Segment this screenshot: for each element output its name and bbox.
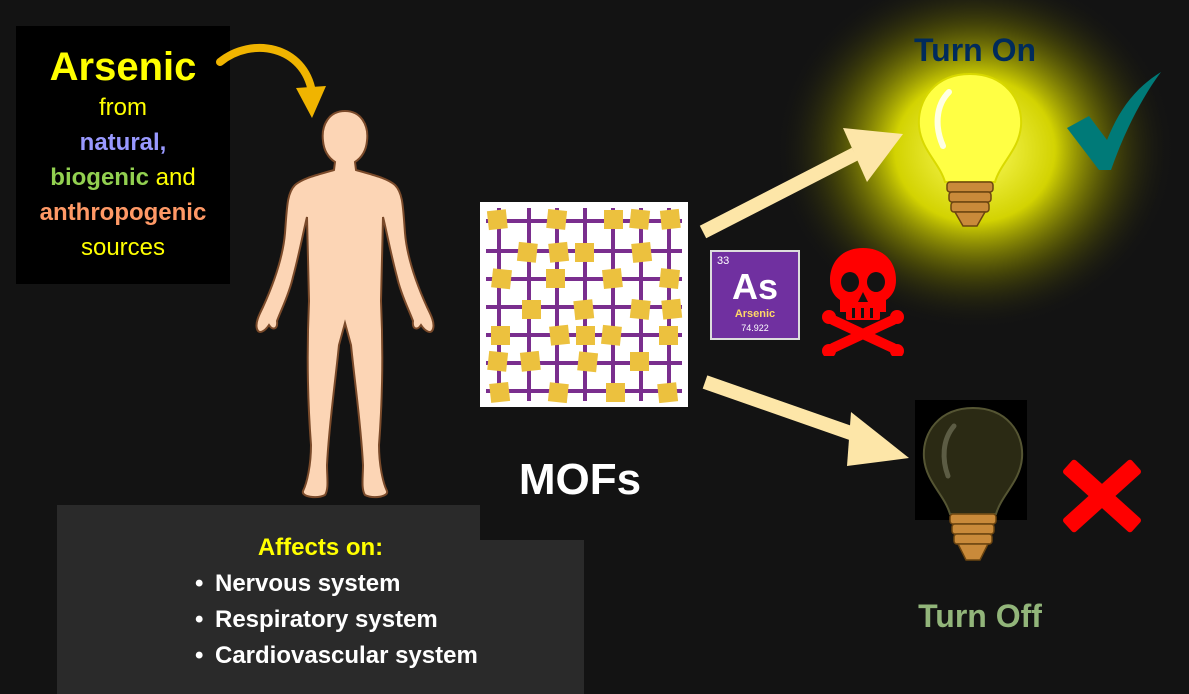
mof-node <box>657 382 679 404</box>
effect-item: •Respiratory system <box>195 606 438 633</box>
mof-node <box>629 298 651 320</box>
effect-item: •Cardiovascular system <box>195 642 478 669</box>
mof-node <box>659 208 681 230</box>
mof-node <box>522 300 541 319</box>
arrow-up-icon <box>699 128 903 239</box>
mof-node <box>631 241 653 263</box>
mof-node <box>606 383 625 402</box>
mof-node <box>661 298 683 320</box>
dark-bulb-icon <box>922 406 1024 561</box>
human-body-icon <box>255 109 435 499</box>
arsenic-element-tile: 33 As Arsenic 74.922 <box>710 250 800 340</box>
lit-bulb-icon <box>917 72 1023 227</box>
from-text: from <box>99 94 147 121</box>
mof-node <box>659 326 678 345</box>
effects-title: Affects on: <box>257 534 384 561</box>
skull-crossbones-icon <box>822 248 904 356</box>
mof-node <box>491 326 510 345</box>
mof-node <box>604 210 623 229</box>
mof-node <box>516 241 538 263</box>
mof-node <box>547 382 569 404</box>
mof-node <box>601 324 622 346</box>
mof-node <box>546 209 568 230</box>
arsenic-source-box: Arsenic from natural, biogenic and anthr… <box>16 26 230 284</box>
arsenic-title: Arsenic <box>49 45 197 89</box>
mof-node <box>575 243 594 262</box>
effect-item: •Nervous system <box>195 570 401 597</box>
element-symbol: As <box>731 266 779 307</box>
turn-on-label: Turn On <box>913 32 1037 68</box>
mof-node <box>519 350 541 372</box>
mof-node <box>629 208 651 230</box>
turn-off-label: Turn Off <box>918 598 1042 634</box>
mof-node <box>630 352 649 371</box>
mof-node <box>549 324 570 346</box>
mof-node <box>491 268 512 290</box>
mof-node <box>489 381 511 403</box>
mof-node <box>573 299 595 321</box>
check-icon <box>1067 72 1161 170</box>
mof-node <box>659 268 680 289</box>
mof-node <box>602 268 623 289</box>
mof-node <box>548 241 570 263</box>
mofs-label: MOFs <box>518 455 642 504</box>
mof-lattice-icon <box>480 202 688 407</box>
anthropogenic-text: anthropogenic <box>39 199 207 226</box>
arrow-down-icon <box>702 375 909 466</box>
arrows-layer <box>699 128 909 466</box>
mof-node <box>546 269 565 288</box>
effects-box-notch <box>480 505 584 540</box>
atomic-mass: 74.922 <box>741 323 769 333</box>
mof-node <box>577 351 599 373</box>
atomic-number: 33 <box>717 255 730 267</box>
mof-node <box>486 209 508 231</box>
and-text: and <box>155 164 196 191</box>
curved-arrow-icon <box>216 44 326 118</box>
element-name: Arsenic <box>734 308 776 320</box>
mof-node <box>576 326 595 345</box>
cross-icon <box>1063 459 1141 533</box>
biogenic-text: biogenic <box>50 164 149 191</box>
mof-node <box>487 350 509 372</box>
effects-list: •Nervous system •Respiratory system •Car… <box>195 566 478 674</box>
sources-text: sources <box>80 234 166 261</box>
natural-text: natural, <box>79 129 167 156</box>
biogenic-line: biogenic and <box>16 160 230 195</box>
